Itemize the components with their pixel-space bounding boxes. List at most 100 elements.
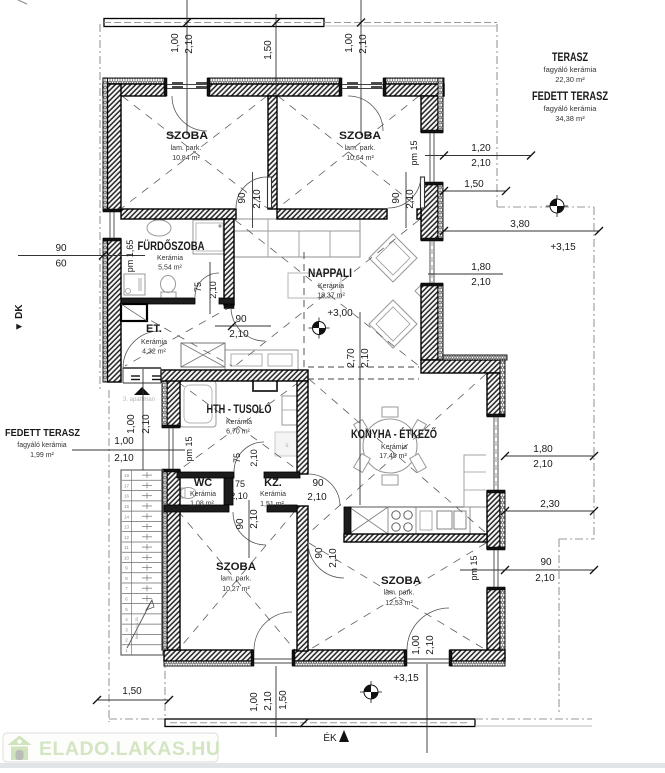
svg-text:10: 10 [124, 555, 130, 560]
svg-text:12: 12 [124, 535, 130, 540]
svg-text:1,20: 1,20 [471, 143, 491, 154]
svg-text:FÜRDŐSZOBA: FÜRDŐSZOBA [138, 240, 205, 253]
svg-text:75: 75 [232, 453, 242, 463]
svg-text:1,80: 1,80 [471, 262, 491, 273]
svg-text:ET.: ET. [146, 323, 162, 335]
svg-text:1,80: 1,80 [533, 444, 553, 455]
svg-text:2,10: 2,10 [230, 491, 248, 501]
svg-text:10,64 m²: 10,64 m² [346, 155, 374, 162]
svg-text:4: 4 [125, 617, 128, 622]
svg-text:2,10: 2,10 [263, 691, 274, 711]
svg-text:1,00: 1,00 [344, 33, 355, 53]
svg-text:1,00: 1,00 [126, 414, 137, 434]
svg-text:pm 15: pm 15 [469, 555, 479, 580]
svg-text:1,00: 1,00 [249, 692, 260, 712]
svg-text:lam. park.: lam. park. [171, 145, 202, 152]
svg-text:SZOBA: SZOBA [166, 130, 208, 142]
svg-text:▼ DK: ▼ DK [14, 304, 25, 332]
svg-text:4,32 m²: 4,32 m² [142, 349, 166, 356]
svg-text:2,70: 2,70 [346, 348, 357, 368]
svg-text:75: 75 [235, 479, 245, 489]
svg-text:16: 16 [124, 494, 130, 499]
svg-text:+3,00: +3,00 [327, 308, 353, 319]
svg-text:fagyáló kerámia: fagyáló kerámia [17, 442, 67, 449]
svg-text:60: 60 [55, 259, 67, 270]
svg-text:FEDETT TERASZ: FEDETT TERASZ [532, 89, 608, 103]
svg-text:3,80: 3,80 [510, 219, 530, 230]
svg-text:1,00: 1,00 [411, 635, 422, 655]
svg-text:Kerámia: Kerámia [381, 444, 407, 451]
svg-text:2,10: 2,10 [328, 548, 339, 568]
svg-text:pm 1,65: pm 1,65 [125, 240, 135, 273]
svg-text:2,10: 2,10 [307, 492, 327, 503]
svg-text:14: 14 [124, 514, 130, 519]
svg-text:pm 15: pm 15 [184, 436, 194, 461]
svg-text:lam. park.: lam. park. [384, 590, 415, 597]
svg-text:1,50: 1,50 [122, 686, 142, 697]
svg-text:1: 1 [125, 648, 128, 653]
svg-text:3: 3 [125, 627, 128, 632]
svg-text:22,30 m²: 22,30 m² [555, 75, 585, 84]
svg-text:2,30: 2,30 [540, 499, 560, 510]
svg-text:1,50: 1,50 [464, 179, 484, 190]
svg-text:90: 90 [237, 192, 248, 204]
svg-text:pm 15: pm 15 [409, 140, 419, 165]
svg-text:HTH - TUSOLÓ: HTH - TUSOLÓ [207, 403, 272, 416]
svg-text:lam. park.: lam. park. [345, 145, 376, 152]
svg-text:ÉK: ÉK [323, 731, 337, 744]
svg-text:90: 90 [314, 547, 325, 559]
svg-text:2: 2 [125, 638, 128, 643]
svg-text:2,10: 2,10 [249, 449, 259, 467]
svg-text:KZ.: KZ. [264, 477, 282, 489]
svg-text:17,45 m²: 17,45 m² [379, 453, 407, 460]
svg-text:1,51 m²: 1,51 m² [260, 501, 284, 508]
svg-text:5,54 m²: 5,54 m² [158, 265, 182, 272]
svg-text:Kerámia: Kerámia [157, 255, 183, 262]
svg-text:fagyáló kerámia: fagyáló kerámia [544, 104, 598, 113]
svg-text:10,84 m²: 10,84 m² [172, 155, 200, 162]
svg-text:1,99 m²: 1,99 m² [30, 452, 54, 459]
svg-text:SZOBA: SZOBA [216, 561, 256, 573]
svg-text:lam. park.: lam. park. [221, 576, 252, 583]
svg-text:Kerámia: Kerámia [260, 491, 286, 498]
svg-text:2,10: 2,10 [184, 34, 195, 54]
svg-text:3. apartman: 3. apartman [123, 397, 155, 403]
svg-text:9: 9 [125, 566, 128, 571]
svg-text:7: 7 [125, 586, 128, 591]
svg-text:90: 90 [235, 518, 246, 530]
svg-text:90: 90 [55, 243, 67, 254]
svg-text:11: 11 [124, 545, 129, 550]
svg-text:6: 6 [125, 596, 128, 601]
svg-text:1,50: 1,50 [263, 40, 274, 60]
svg-text:KONYHA - ÉTKEZŐ: KONYHA - ÉTKEZŐ [351, 428, 437, 441]
svg-text:ELADO.LAKAS.HU: ELADO.LAKAS.HU [39, 738, 220, 760]
svg-text:18,37 m²: 18,37 m² [317, 293, 345, 300]
svg-text:2,10: 2,10 [229, 329, 249, 340]
svg-text:18: 18 [124, 473, 130, 478]
svg-text:Kerámia: Kerámia [226, 419, 252, 426]
svg-text:TERASZ: TERASZ [552, 50, 588, 64]
svg-text:WC: WC [194, 477, 212, 489]
svg-text:+3,15: +3,15 [393, 673, 419, 684]
svg-text:SZOBA: SZOBA [339, 130, 381, 142]
svg-text:2,10: 2,10 [471, 158, 491, 169]
svg-text:75: 75 [193, 282, 203, 292]
svg-text:2,10: 2,10 [252, 189, 263, 209]
svg-text:2,10: 2,10 [533, 459, 553, 470]
svg-text:2,10: 2,10 [141, 414, 152, 434]
svg-text:2,10: 2,10 [249, 509, 260, 529]
svg-text:+3,15: +3,15 [550, 242, 576, 253]
svg-text:1,50: 1,50 [278, 690, 289, 710]
svg-text:Kerámia: Kerámia [141, 339, 167, 346]
svg-text:Kerámia: Kerámia [190, 491, 216, 498]
svg-text:2,10: 2,10 [114, 453, 134, 464]
svg-text:SZOBA: SZOBA [381, 575, 421, 587]
svg-text:1,08 m²: 1,08 m² [190, 501, 214, 508]
svg-text:2,10: 2,10 [208, 281, 218, 299]
svg-text:5: 5 [125, 607, 128, 612]
svg-text:90: 90 [235, 314, 247, 325]
svg-text:90: 90 [391, 192, 402, 204]
svg-text:12,53 m²: 12,53 m² [385, 600, 413, 607]
svg-text:17: 17 [124, 483, 130, 488]
svg-text:s: s [286, 443, 289, 449]
